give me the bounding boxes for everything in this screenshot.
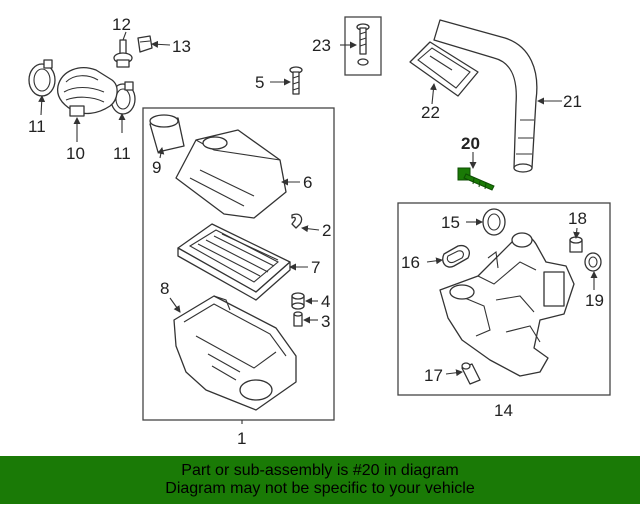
callout-19: 19 [585, 291, 604, 310]
intake-duct-21 [433, 19, 538, 173]
parts-diagram: 12 13 11 10 11 23 5 22 21 20 9 6 2 7 4 3… [28, 15, 611, 448]
leader-lines [38, 31, 598, 424]
resonator-22 [409, 41, 479, 97]
air-intake-hose [56, 67, 118, 117]
air-cleaner-assembly-frame [142, 107, 335, 421]
cap-19 [584, 252, 602, 272]
air-filter-7 [177, 223, 291, 301]
callout-18: 18 [568, 209, 587, 228]
sensor-20 [457, 167, 495, 191]
fitting-17 [461, 362, 481, 385]
callout-13: 13 [172, 37, 191, 56]
callout-23: 23 [312, 36, 331, 55]
callout-labels: 12 13 11 10 11 23 5 22 21 20 9 6 2 7 4 3… [28, 15, 604, 448]
callout-10: 10 [66, 144, 85, 163]
seal-15 [482, 208, 506, 236]
callout-7: 7 [311, 258, 320, 277]
callout-21: 21 [563, 92, 582, 111]
bolt-23-frame [344, 16, 382, 76]
banner-line-disclaimer: Diagram may not be specific to your vehi… [165, 480, 475, 497]
callout-15: 15 [441, 213, 460, 232]
grommet-4 [291, 292, 305, 310]
bolt-12 [113, 39, 133, 68]
callout-17: 17 [424, 366, 443, 385]
callout-9: 9 [152, 158, 161, 177]
clip-13 [137, 35, 153, 53]
intake-assembly-frame [397, 202, 611, 396]
callout-1: 1 [237, 429, 246, 448]
callout-12: 12 [112, 15, 131, 34]
callout-2: 2 [322, 221, 331, 240]
callout-11-right: 11 [113, 144, 131, 163]
hose-clamp-left [28, 59, 56, 97]
callout-22: 22 [421, 103, 440, 122]
callout-6: 6 [303, 173, 312, 192]
banner-line-part: Part or sub-assembly is #20 in diagram [181, 462, 459, 479]
duct-9 [149, 114, 185, 153]
upper-housing-6 [175, 129, 287, 219]
gasket-16 [442, 244, 470, 268]
callout-20: 20 [461, 134, 480, 153]
callout-16: 16 [401, 253, 420, 272]
lower-housing [173, 295, 297, 411]
clip-2 [291, 213, 303, 229]
callout-3: 3 [321, 312, 330, 331]
callout-4: 4 [321, 292, 330, 311]
bushing-3 [293, 311, 303, 327]
callout-5: 5 [255, 73, 264, 92]
callout-8: 8 [160, 279, 169, 298]
connector-18 [569, 236, 583, 253]
info-banner: Part or sub-assembly is #20 in diagram D… [0, 456, 640, 504]
callout-11-left: 11 [28, 117, 46, 136]
bolt-23 [356, 23, 370, 66]
intake-assembly-body [439, 232, 575, 377]
callout-14: 14 [494, 401, 513, 420]
bolt-5 [289, 66, 303, 95]
